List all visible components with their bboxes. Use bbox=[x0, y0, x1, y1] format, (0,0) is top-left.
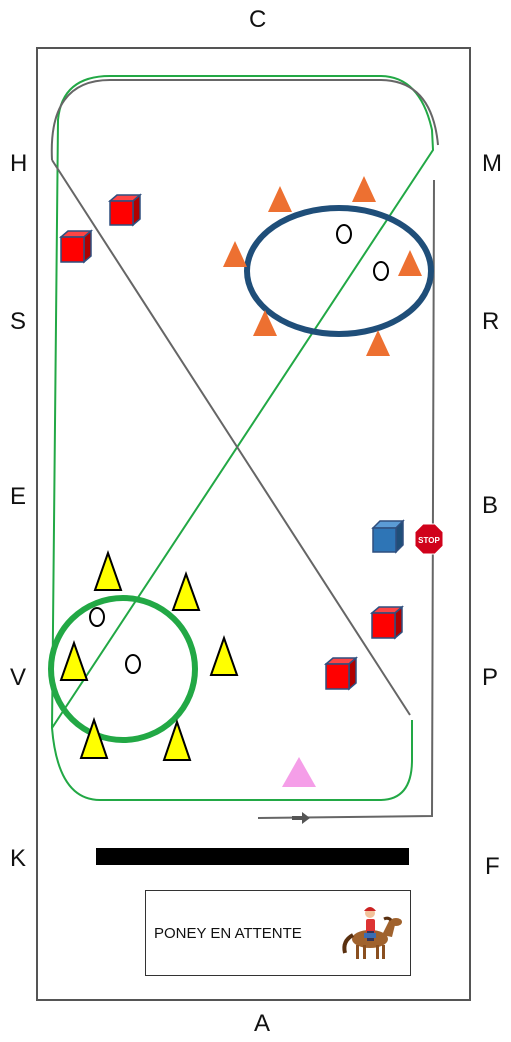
arrow-right-icon bbox=[292, 812, 310, 824]
ring-marker bbox=[89, 607, 105, 627]
letter-B: B bbox=[482, 492, 499, 519]
stop-sign-text: STOP bbox=[418, 536, 440, 545]
yellow-cone bbox=[59, 639, 89, 681]
orange-cone bbox=[253, 310, 277, 336]
letter-M: M bbox=[482, 150, 502, 177]
ring-marker bbox=[373, 261, 389, 281]
red-cube bbox=[369, 605, 405, 640]
ring-marker bbox=[125, 654, 141, 674]
stop-sign-icon: STOP bbox=[414, 523, 444, 555]
letter-F: F bbox=[485, 853, 500, 880]
yellow-cone bbox=[79, 716, 109, 759]
horse-rider-icon bbox=[342, 907, 402, 959]
orange-cone bbox=[398, 250, 422, 276]
waiting-area: PONEY EN ATTENTE bbox=[145, 890, 411, 976]
red-cube bbox=[323, 656, 359, 691]
letter-E: E bbox=[10, 483, 27, 510]
letter-A: A bbox=[254, 1010, 271, 1037]
yellow-cone bbox=[162, 718, 192, 761]
red-cube bbox=[107, 193, 143, 227]
yellow-cone bbox=[209, 634, 239, 676]
letter-K: K bbox=[10, 845, 27, 872]
letter-H: H bbox=[10, 150, 28, 177]
ring-marker bbox=[336, 224, 352, 244]
yellow-cone bbox=[93, 549, 123, 591]
letter-V: V bbox=[10, 664, 27, 691]
letter-R: R bbox=[482, 308, 500, 335]
green-track bbox=[50, 75, 435, 801]
red-cube bbox=[58, 229, 94, 264]
waiting-area-label: PONEY EN ATTENTE bbox=[154, 925, 302, 942]
arena-border bbox=[36, 47, 471, 1001]
letter-C: C bbox=[249, 6, 267, 33]
yellow-cone bbox=[171, 571, 201, 611]
letter-P: P bbox=[482, 664, 499, 691]
pink-triangle bbox=[282, 757, 316, 787]
orange-cone bbox=[352, 176, 376, 202]
blue-circle bbox=[244, 205, 434, 337]
orange-cone bbox=[366, 330, 390, 356]
grey-track bbox=[50, 79, 439, 819]
green-circle bbox=[48, 595, 198, 743]
barrier-bar bbox=[96, 848, 409, 865]
orange-cone bbox=[223, 241, 247, 267]
letter-S: S bbox=[10, 308, 27, 335]
orange-cone bbox=[268, 186, 292, 212]
blue-cube bbox=[371, 519, 405, 554]
